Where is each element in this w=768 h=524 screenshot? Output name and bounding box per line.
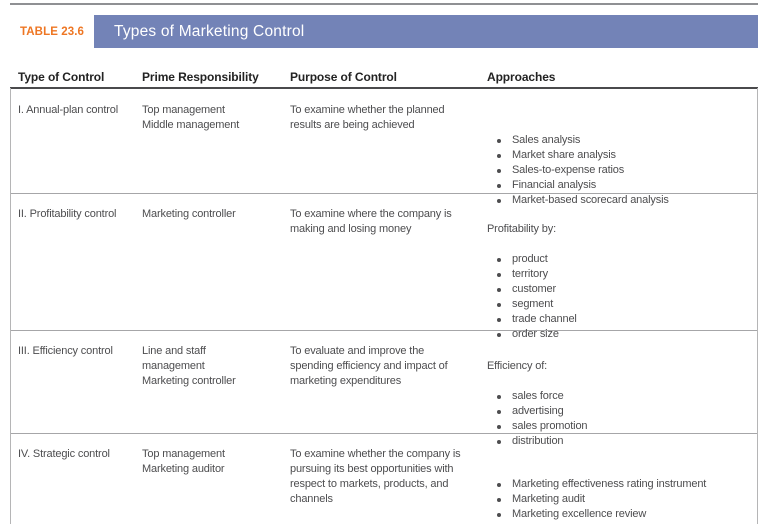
cell-control-type: III. Efficiency control — [18, 345, 113, 357]
approach-item: Financial analysis — [487, 178, 751, 193]
approach-item: segment — [487, 297, 751, 312]
top-divider — [10, 3, 758, 5]
column-header-approaches: Approaches — [487, 70, 556, 84]
approaches-intro: Profitability by: — [487, 223, 556, 235]
approach-item: order size — [487, 327, 751, 342]
approach-item: distribution — [487, 434, 751, 449]
cell-control-type: II. Profitability control — [18, 208, 117, 220]
table-body: I. Annual-plan control Top management Mi… — [10, 88, 758, 524]
cell-control-type: IV. Strategic control — [18, 448, 110, 460]
approach-item: territory — [487, 267, 751, 282]
table-row-profitability: II. Profitability control Marketing cont… — [11, 193, 757, 340]
column-header-responsibility: Prime Responsibility — [142, 70, 259, 84]
cell-responsibility: Top management Marketing auditor — [142, 448, 225, 475]
approach-item: Market-based scorecard analysis — [487, 193, 751, 208]
cell-purpose: To evaluate and improve the spending eff… — [290, 345, 448, 387]
cell-approaches: Marketing effectiveness rating instrumen… — [487, 434, 757, 524]
approach-item: trade channel — [487, 312, 751, 327]
approach-item: sales force — [487, 389, 751, 404]
approach-item: advertising — [487, 404, 751, 419]
cell-control-type: I. Annual-plan control — [18, 104, 119, 116]
approach-item: sales promotion — [487, 419, 751, 434]
cell-responsibility: Marketing controller — [142, 208, 236, 220]
table-caption: TABLE 23.6 Types of Marketing Control — [10, 15, 758, 48]
table-row-strategic: IV. Strategic control Top management Mar… — [11, 433, 757, 524]
approach-item: Marketing audit — [487, 492, 751, 507]
cell-responsibility: Line and staff management Marketing cont… — [142, 345, 236, 387]
approaches-intro: Efficiency of: — [487, 360, 548, 372]
cell-purpose: To examine whether the planned results a… — [290, 104, 445, 131]
column-header-purpose: Purpose of Control — [290, 70, 397, 84]
header-divider — [10, 87, 758, 89]
cell-responsibility: Top management Middle management — [142, 104, 240, 131]
table-title-bar: Types of Marketing Control — [94, 15, 758, 48]
approach-item: Marketing excellence review — [487, 507, 751, 522]
table-title: Types of Marketing Control — [114, 22, 305, 40]
table-row-efficiency: III. Efficiency control Line and staff m… — [11, 330, 757, 447]
table-row-annual-plan: I. Annual-plan control Top management Mi… — [11, 88, 757, 206]
approach-item: Marketing effectiveness rating instrumen… — [487, 477, 751, 492]
approach-list: Marketing effectiveness rating instrumen… — [487, 477, 751, 524]
cell-purpose: To examine whether the company is pursui… — [290, 448, 461, 505]
approach-item: Sales analysis — [487, 133, 751, 148]
approach-item: Sales-to-expense ratios — [487, 163, 751, 178]
column-header-type: Type of Control — [18, 70, 105, 84]
approach-item: product — [487, 252, 751, 267]
cell-purpose: To examine where the company is making a… — [290, 208, 452, 235]
approach-item: customer — [487, 282, 751, 297]
approach-item: Market share analysis — [487, 148, 751, 163]
table-number-label: TABLE 23.6 — [10, 15, 94, 48]
